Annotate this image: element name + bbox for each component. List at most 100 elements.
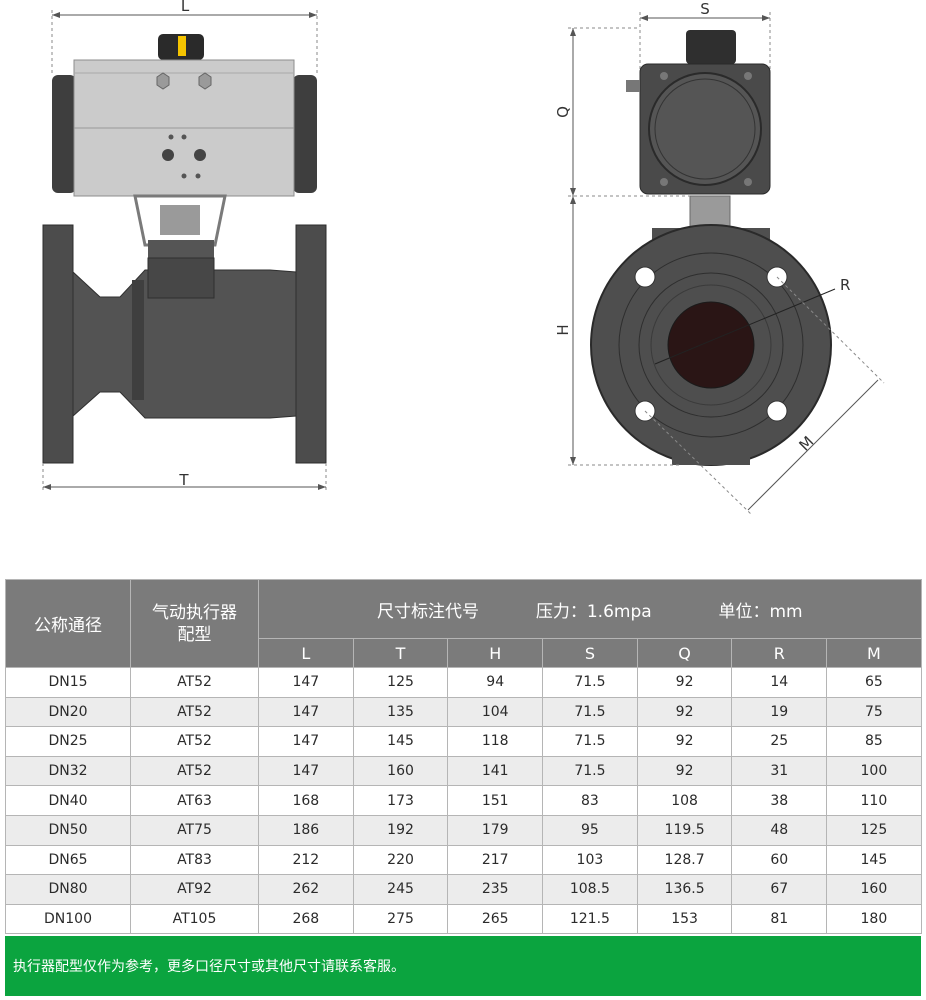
table-cell-model: AT52 [130, 667, 259, 698]
column-header-M: M [826, 638, 922, 668]
table-cell-l: 212 [258, 844, 354, 876]
table-cell-h: 217 [447, 844, 544, 876]
table-cell-model: AT92 [130, 874, 259, 905]
table-cell-t: 125 [352, 667, 449, 698]
table-cell-model: AT52 [130, 726, 259, 757]
table-cell-q: 92 [636, 755, 733, 787]
table-cell-l: 168 [258, 785, 354, 816]
dim-label-L: L [181, 0, 190, 15]
column-header-S: S [542, 638, 638, 668]
table-cell-l: 147 [258, 726, 354, 757]
table-cell-dn: DN100 [5, 903, 131, 935]
table-cell-m: 160 [826, 874, 922, 905]
table-cell-r: 14 [731, 667, 828, 698]
dim-label-R: R [840, 276, 850, 294]
dim-label-S: S [700, 0, 710, 18]
table-cell-t: 160 [352, 755, 449, 787]
table-cell-q: 92 [636, 696, 733, 728]
table-cell-dn: DN80 [5, 874, 131, 905]
table-cell-dn: DN32 [5, 755, 131, 787]
table-cell-dn: DN20 [5, 696, 131, 728]
table-cell-l: 268 [258, 903, 354, 935]
dim-label-Q: Q [554, 106, 572, 118]
table-cell-h: 151 [447, 785, 544, 816]
dim-label-T: T [178, 471, 189, 489]
table-cell-m: 85 [826, 726, 922, 757]
table-cell-r: 25 [731, 726, 828, 757]
table-cell-q: 128.7 [636, 844, 733, 876]
table-cell-dn: DN65 [5, 844, 131, 876]
header-pressure: 压力：1.6mpa [535, 601, 652, 622]
table-cell-s: 71.5 [542, 667, 638, 698]
table-cell-m: 65 [826, 667, 922, 698]
table-cell-t: 145 [352, 726, 449, 757]
table-cell-dn: DN15 [5, 667, 131, 698]
front-view: L T [42, 0, 327, 492]
column-header-R: R [731, 638, 828, 668]
table-cell-l: 186 [258, 814, 354, 846]
table-cell-model: AT83 [130, 844, 259, 876]
dim-label-H: H [554, 324, 572, 335]
table-cell-m: 75 [826, 696, 922, 728]
table-cell-h: 265 [447, 903, 544, 935]
footer-note: 执行器配型仅作为参考，更多口径尺寸或其他尺寸请联系客服。 [5, 936, 921, 996]
table-cell-dn: DN50 [5, 814, 131, 846]
column-header-L: L [258, 638, 354, 668]
table-cell-h: 118 [447, 726, 544, 757]
header-unit: 单位：mm [718, 601, 803, 622]
table-cell-t: 275 [352, 903, 449, 935]
column-header-Q: Q [636, 638, 733, 668]
column-header-H: H [447, 638, 544, 668]
table-cell-l: 147 [258, 696, 354, 728]
table-cell-m: 100 [826, 755, 922, 787]
table-cell-r: 67 [731, 874, 828, 905]
table-cell-l: 262 [258, 874, 354, 905]
dimension-table: 公称通径 气动执行器配型 尺寸标注代号 压力：1.6mpa 单位：mm L T … [5, 579, 922, 935]
table-cell-model: AT63 [130, 785, 259, 816]
table-cell-r: 31 [731, 755, 828, 787]
table-cell-model: AT52 [130, 755, 259, 787]
table-cell-q: 119.5 [636, 814, 733, 846]
column-header-T: T [352, 638, 449, 668]
header-dimension-codes: 尺寸标注代号 [377, 601, 480, 622]
table-cell-s: 83 [542, 785, 638, 816]
table-cell-t: 135 [352, 696, 449, 728]
table-cell-q: 153 [636, 903, 733, 935]
table-cell-h: 141 [447, 755, 544, 787]
table-cell-r: 19 [731, 696, 828, 728]
header-nominal-diameter: 公称通径 [5, 579, 131, 668]
table-cell-r: 38 [731, 785, 828, 816]
table-cell-l: 147 [258, 667, 354, 698]
table-cell-s: 108.5 [542, 874, 638, 905]
table-cell-s: 103 [542, 844, 638, 876]
table-cell-l: 147 [258, 755, 354, 787]
table-cell-h: 235 [447, 874, 544, 905]
side-view: S R M [554, 0, 885, 516]
valve-technical-drawing: L T [42, 0, 885, 516]
table-cell-m: 145 [826, 844, 922, 876]
table-cell-q: 136.5 [636, 874, 733, 905]
table-cell-h: 179 [447, 814, 544, 846]
table-cell-model: AT105 [130, 903, 259, 935]
table-cell-s: 121.5 [542, 903, 638, 935]
dim-label-M: M [796, 433, 818, 455]
table-cell-q: 92 [636, 726, 733, 757]
table-cell-dn: DN40 [5, 785, 131, 816]
header-actuator-model: 气动执行器配型 [130, 579, 259, 668]
table-cell-t: 220 [352, 844, 449, 876]
table-cell-s: 71.5 [542, 726, 638, 757]
table-cell-m: 180 [826, 903, 922, 935]
table-cell-dn: DN25 [5, 726, 131, 757]
table-cell-h: 94 [447, 667, 544, 698]
table-cell-m: 110 [826, 785, 922, 816]
table-cell-s: 95 [542, 814, 638, 846]
table-cell-model: AT52 [130, 696, 259, 728]
table-cell-model: AT75 [130, 814, 259, 846]
